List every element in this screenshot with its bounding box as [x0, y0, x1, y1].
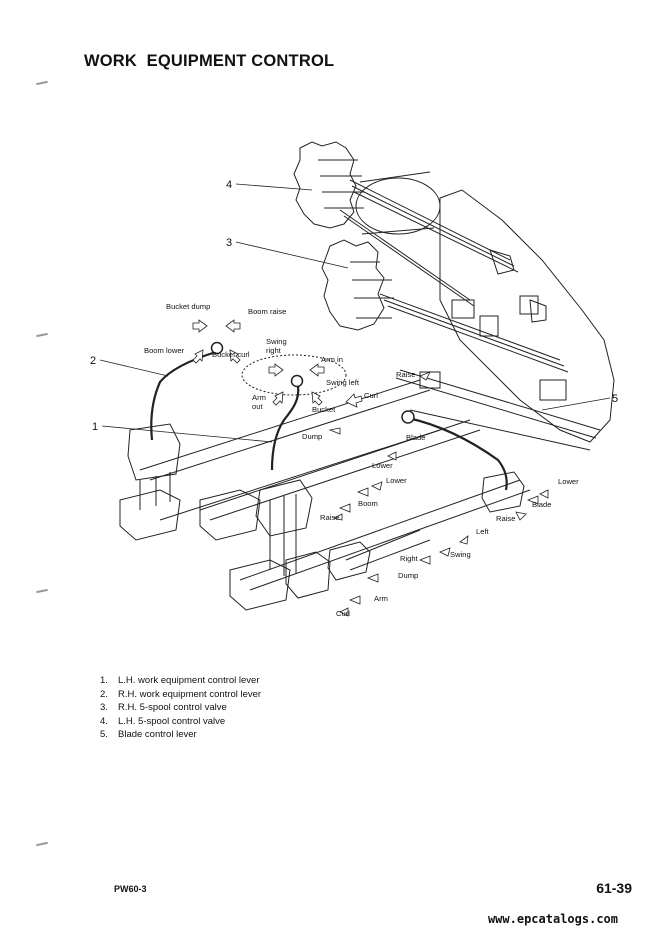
rh-lever-knob	[290, 374, 304, 388]
label-dump-top: Dump	[302, 432, 322, 441]
label-blade: Blade	[406, 433, 425, 442]
legend-item: 2. R.H. work equipment control lever	[100, 688, 262, 700]
label-lower-right: Lower	[558, 477, 579, 486]
page-number: 61-39	[596, 880, 632, 896]
label-boom-lower: Boom lower	[144, 346, 185, 355]
label-swing-right-1: Swing	[266, 337, 287, 346]
label-blade-right: Blade	[532, 500, 551, 509]
blade-lever-rod	[407, 416, 508, 491]
rh-lever-rod	[270, 385, 300, 471]
label-arm-out-1: Arm	[252, 393, 266, 402]
callout-2: 2	[90, 355, 96, 367]
legend-item: 1. L.H. work equipment control lever	[100, 675, 260, 686]
blade-lever-knob	[401, 410, 415, 424]
mounting-plate	[439, 189, 615, 443]
rh-spool-valve	[321, 239, 385, 331]
label-swing-left: Swing left	[326, 378, 360, 387]
label-curl-top: Curl	[364, 391, 378, 400]
legend-item: 3. R.H. 5-spool control valve	[100, 702, 227, 714]
site-watermark: www.epcatalogs.com	[487, 912, 618, 926]
parts-legend: 1. L.H. work equipment control lever 2. …	[100, 674, 261, 742]
label-bucket-curl: Bucket curl	[212, 350, 250, 359]
label-swing-right-2: right	[266, 346, 282, 355]
legend-item: 5. Blade control lever	[100, 729, 197, 741]
lh-spool-valve	[293, 141, 357, 229]
label-bucket-dump: Bucket dump	[166, 302, 210, 311]
label-right: Right	[400, 554, 419, 563]
direction-arrows	[192, 319, 549, 617]
callout-5: 5	[612, 393, 618, 405]
label-arm: Arm	[374, 594, 388, 603]
legend-item: 4. L.H. 5-spool control valve	[100, 715, 226, 727]
label-dump-bottom: Dump	[398, 571, 418, 580]
label-boom: Boom	[358, 499, 378, 508]
label-curl-bottom: Curl	[336, 609, 350, 618]
page-title: WORK EQUIPMENT CONTROL	[84, 52, 335, 70]
callout-1: 1	[92, 421, 98, 433]
label-raise-top: Raise	[396, 370, 415, 379]
model-number: PW60-3	[114, 884, 147, 894]
label-raise-mid: Raise	[320, 513, 339, 522]
label-arm-in: Arm in	[321, 355, 343, 364]
label-swing: Swing	[450, 550, 471, 559]
label-bucket: Bucket	[312, 405, 336, 414]
label-lower-top: Lower	[372, 461, 393, 470]
label-boom-raise: Boom raise	[248, 307, 286, 316]
label-arm-out-2: out	[252, 402, 263, 411]
lh-lever-rod	[150, 350, 217, 441]
label-left: Left	[476, 527, 490, 536]
callout-3: 3	[226, 237, 232, 249]
label-raise-right: Raise	[496, 514, 515, 523]
motion-labels: Bucket dump Boom raise Boom lower Bucket…	[144, 302, 579, 618]
diagram-linework	[119, 141, 615, 611]
callouts: 4 3 2 1 5	[90, 179, 618, 443]
lh-lever-knob	[210, 341, 224, 355]
callout-4: 4	[226, 179, 232, 191]
label-lower-mid: Lower	[386, 476, 407, 485]
